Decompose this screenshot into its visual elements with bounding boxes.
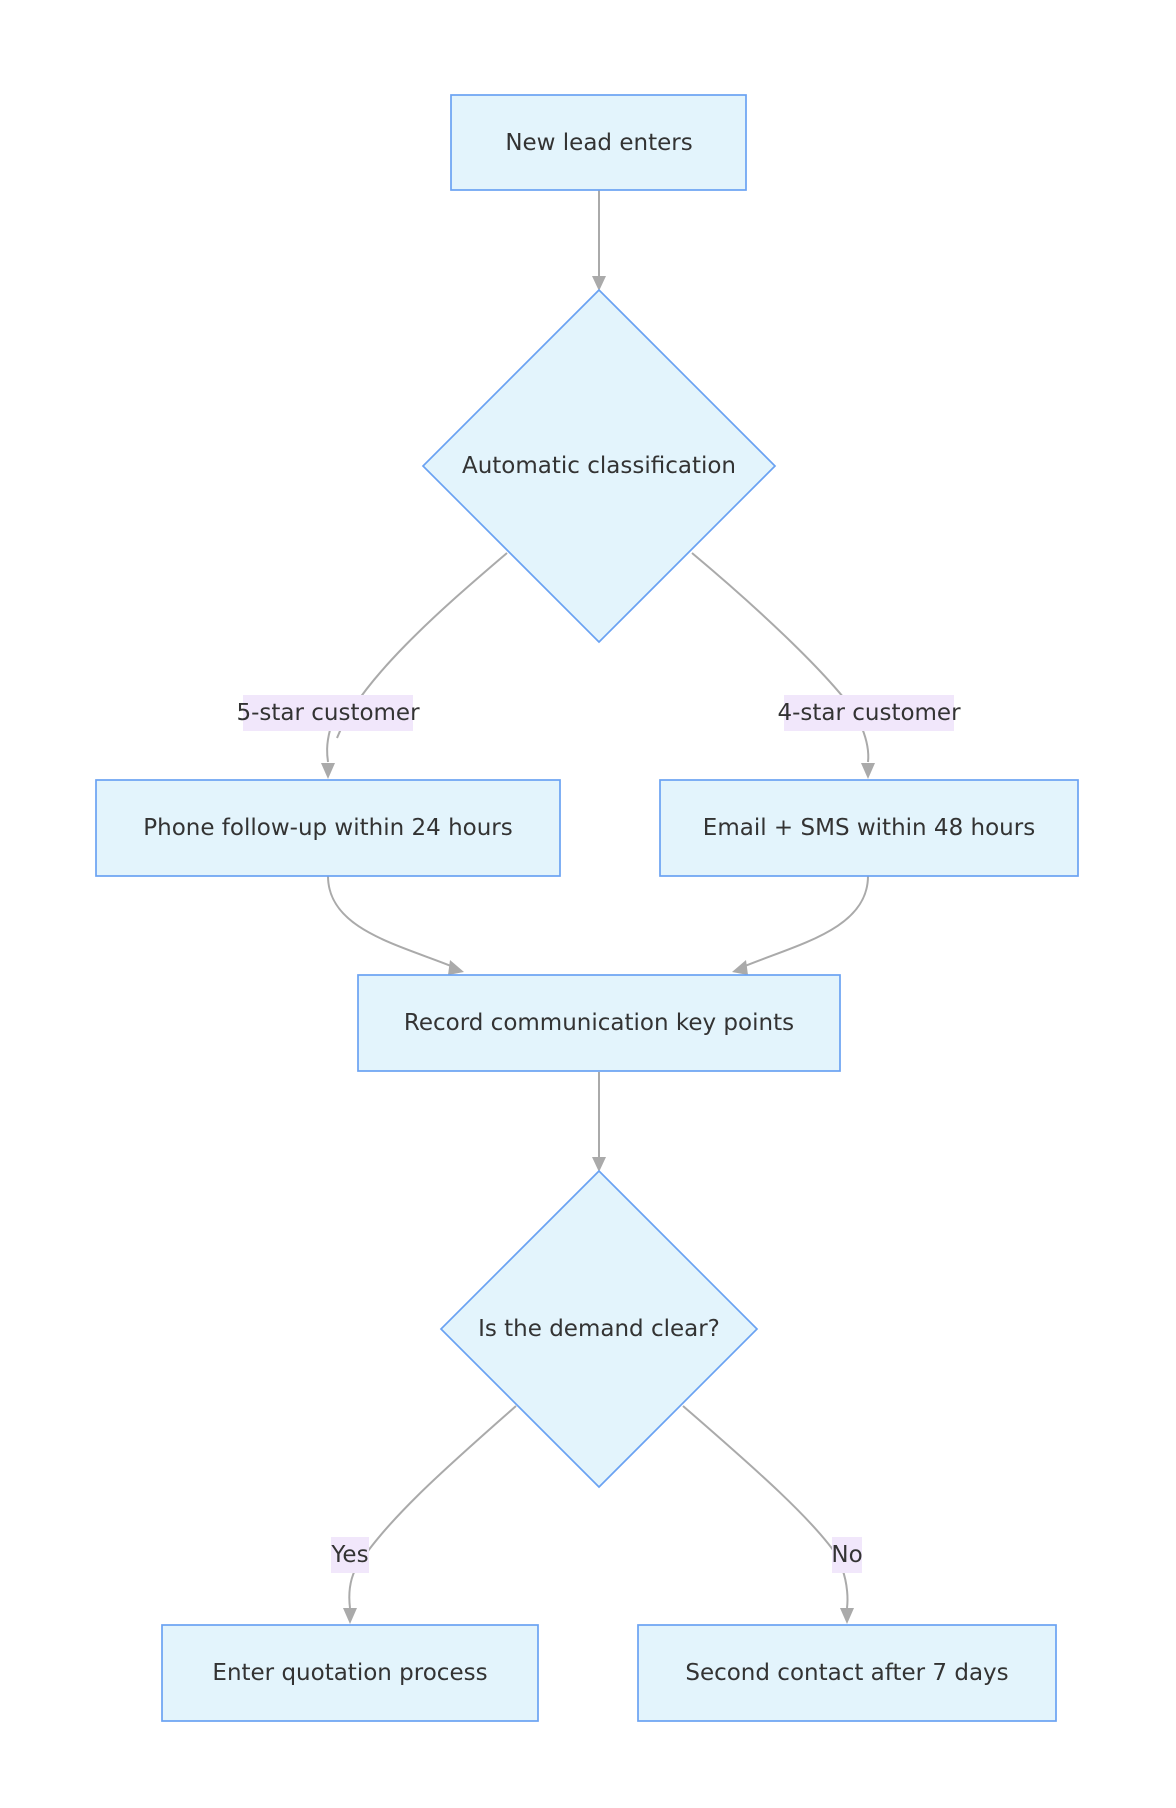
node-demand-clear[interactable]: Is the demand clear? <box>439 1169 759 1489</box>
arrow-head <box>840 1608 854 1624</box>
edge-label-four-star-text: 4-star customer <box>777 700 961 726</box>
arrow-head <box>343 1608 357 1624</box>
edge-demand-to-quotation <box>354 1405 517 1571</box>
arrow-head <box>321 763 335 779</box>
edge-email-to-record <box>739 875 869 969</box>
edge-label-five-star-text: 5-star customer <box>236 700 420 726</box>
edge-label-yes-text: Yes <box>330 1542 368 1568</box>
node-quotation[interactable]: Enter quotation process <box>161 1624 539 1722</box>
node-new-lead-text: New lead enters <box>505 130 692 156</box>
node-phone-followup[interactable]: Phone follow-up within 24 hours <box>95 779 561 877</box>
node-phone-followup-text: Phone follow-up within 24 hours <box>143 815 513 841</box>
decision-diamond <box>421 288 777 644</box>
edge-classification-to-email-lower <box>861 727 870 763</box>
node-new-lead[interactable]: New lead enters <box>450 94 747 191</box>
node-record-points-text: Record communication key points <box>404 1010 794 1036</box>
arrow-head <box>592 1157 606 1172</box>
node-email-sms-text: Email + SMS within 48 hours <box>703 815 1035 841</box>
edge-demand-to-second-contact <box>682 1405 841 1561</box>
edge-label-five-star: 5-star customer <box>236 695 420 731</box>
node-second-contact-text: Second contact after 7 days <box>685 1660 1008 1686</box>
arrow-head <box>732 960 748 975</box>
nodes: New lead enters Automatic classification… <box>95 94 1079 1722</box>
node-new-lead-box <box>450 94 747 191</box>
node-record-points[interactable]: Record communication key points <box>357 974 841 1072</box>
arrow-head <box>861 763 875 779</box>
edge-label-background <box>331 1537 369 1573</box>
edge-label-background <box>243 695 413 731</box>
node-email-sms[interactable]: Email + SMS within 48 hours <box>659 779 1079 877</box>
edge-label-no-text: No <box>831 1542 862 1568</box>
edge-demand-to-second-contact-lower <box>841 1567 849 1609</box>
edge-classification-to-email <box>691 552 861 721</box>
decision-diamond <box>439 1169 759 1489</box>
edge-label-yes: Yes <box>330 1537 369 1573</box>
node-demand-clear-text: Is the demand clear? <box>478 1316 720 1342</box>
node-second-contact[interactable]: Second contact after 7 days <box>637 1624 1057 1722</box>
arrow-head <box>448 960 464 975</box>
edges <box>321 190 875 1624</box>
node-phone-followup-box <box>95 779 561 877</box>
node-quotation-box <box>161 1624 539 1722</box>
edge-phone-to-record <box>327 875 457 969</box>
edge-classification-to-phone-lower <box>326 729 331 763</box>
node-quotation-text: Enter quotation process <box>212 1660 487 1686</box>
edge-demand-to-quotation-lower <box>348 1569 356 1609</box>
node-email-sms-box <box>659 779 1079 877</box>
edge-labels: 5-star customer 4-star customer Yes No <box>236 695 961 1573</box>
node-second-contact-box <box>637 1624 1057 1722</box>
edge-label-background <box>784 695 954 731</box>
edge-label-no: No <box>831 1537 863 1573</box>
node-record-points-box <box>357 974 841 1072</box>
edge-label-four-star: 4-star customer <box>777 695 961 731</box>
node-classification-text: Automatic classification <box>462 453 736 479</box>
edge-label-background <box>832 1537 862 1573</box>
node-classification[interactable]: Automatic classification <box>421 288 777 644</box>
arrow-head <box>592 276 606 291</box>
